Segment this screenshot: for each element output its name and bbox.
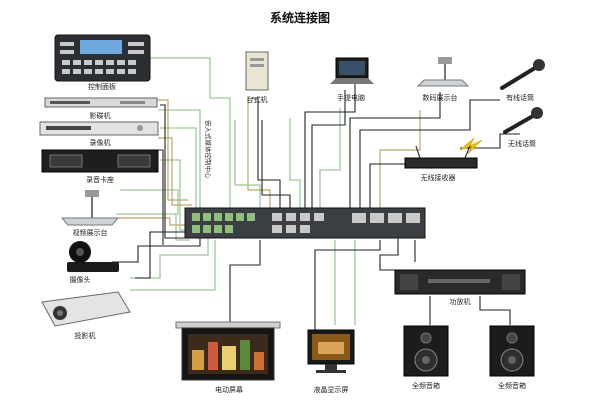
control-panel-screen xyxy=(80,40,122,54)
wired-mic-device: 有线话筒 xyxy=(500,59,545,102)
visual-presenter-label: 视频展示台 xyxy=(73,228,108,237)
olive-wires xyxy=(118,96,421,226)
electric-screen-device: 电动屏幕 xyxy=(175,321,281,394)
control-center-ports xyxy=(192,213,255,233)
laptop-device: 手提电脑 xyxy=(330,57,374,102)
speaker-right-device: 全频音箱 xyxy=(489,325,535,390)
pc-label: 台式机 xyxy=(247,95,268,104)
wired-mic-label: 有线话筒 xyxy=(506,93,534,102)
speaker-left-device: 全频音箱 xyxy=(403,325,449,390)
tape-deck-label: 录音卡座 xyxy=(86,175,114,184)
wireless-mic-device: 无线话筒 xyxy=(459,107,543,155)
control-panel-buttons xyxy=(60,42,144,74)
recorder-label: 录像机 xyxy=(90,138,111,147)
wireless-receiver-body xyxy=(404,157,478,169)
digital-presenter-device: 数码展示台 xyxy=(416,57,470,102)
speaker-left-label: 全频音箱 xyxy=(412,381,440,390)
control-panel: 控制面板 xyxy=(54,34,151,91)
amplifier-device: 功放机 xyxy=(394,269,526,306)
green-wires xyxy=(116,57,356,325)
digital-presenter-label: 数码展示台 xyxy=(423,93,458,102)
vcr-device: 影碟机 xyxy=(44,97,158,120)
control-center-caption: 嵌入式媒体控制中心 xyxy=(204,120,213,179)
lcd-display-device: 液晶显示屏 xyxy=(307,329,355,394)
electric-screen-label: 电动屏幕 xyxy=(215,385,243,394)
pc-tower xyxy=(245,51,269,91)
projector-label: 投影机 xyxy=(75,331,96,340)
control-panel-label: 控制面板 xyxy=(88,82,116,91)
recorder-body xyxy=(39,121,159,136)
media-control-center: 嵌入式媒体控制中心 xyxy=(184,120,426,239)
speaker-right-label: 全频音箱 xyxy=(498,381,526,390)
vcr-body xyxy=(44,97,158,108)
wireless-mic-head xyxy=(531,107,543,119)
black-wires xyxy=(112,82,520,330)
tape-deck-device: 录音卡座 xyxy=(41,149,159,184)
camera-label: 摄像头 xyxy=(70,275,91,284)
recorder-device: 录像机 xyxy=(39,121,159,147)
amplifier-label: 功放机 xyxy=(450,297,471,306)
desktop-pc-device: 台式机 xyxy=(245,51,269,104)
camera-device: 摄像头 xyxy=(67,241,119,284)
diagram-title: 系统连接图 xyxy=(270,10,330,25)
projector-device: 投影机 xyxy=(41,291,131,340)
wires xyxy=(112,57,520,330)
wireless-receiver-device: 无线接收器 xyxy=(404,145,478,182)
visual-presenter-device: 视频展示台 xyxy=(60,190,120,237)
wired-mic-head xyxy=(533,59,545,71)
vcr-label: 影碟机 xyxy=(90,111,111,120)
laptop-label: 手提电脑 xyxy=(337,93,365,102)
wireless-signal-icon xyxy=(459,137,483,155)
lcd-display-label: 液晶显示屏 xyxy=(314,385,349,394)
wireless-mic-label: 无线话筒 xyxy=(508,139,536,148)
wireless-receiver-label: 无线接收器 xyxy=(421,173,456,182)
